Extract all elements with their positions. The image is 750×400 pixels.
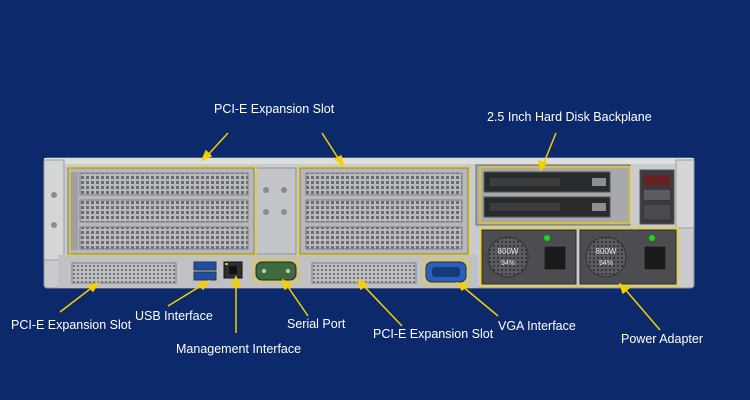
callout-pcie-top-mid <box>321 132 341 162</box>
rear-io-row <box>71 261 467 284</box>
hdd-backplane <box>475 164 631 226</box>
callout-usb <box>167 283 205 307</box>
callout-pcie-top-left <box>205 132 229 158</box>
label-pcie-top-left: PCI-E Expansion Slot <box>214 102 335 116</box>
pcie-slot-cover <box>305 226 463 250</box>
psu-wattage-label: 800W <box>596 247 617 256</box>
serial-port <box>255 261 297 281</box>
psu-left: 800W 94% <box>481 229 577 285</box>
label-management: Management Interface <box>176 342 302 356</box>
label-power: Power Adapter <box>621 332 703 346</box>
power-inlet <box>643 245 667 271</box>
callout-power <box>623 287 661 331</box>
pcie-low-profile-slot <box>71 262 177 284</box>
highlight-pcie-left <box>69 166 257 256</box>
pcie-low-profile-slot <box>311 262 417 284</box>
usb-port <box>193 261 217 271</box>
highlight-boxes <box>69 166 679 287</box>
pcie-riser-left <box>67 167 255 255</box>
callout-pcie-bottom-left <box>59 285 95 313</box>
psu-efficiency-label: 94% <box>599 260 613 267</box>
highlight-pcie-middle <box>298 166 470 256</box>
highlight-vga <box>423 259 469 285</box>
psu-efficiency-label: 94% <box>501 260 515 267</box>
callout-hdd <box>542 132 557 166</box>
pcie-slot-cover <box>79 199 249 223</box>
callout-vga <box>461 285 499 317</box>
psu-right: 800W 94% <box>579 229 677 285</box>
label-hdd-backplane: 2.5 Inch Hard Disk Backplane <box>487 110 652 124</box>
usb-port <box>193 271 217 281</box>
pcie-slot-cover <box>305 199 463 223</box>
highlight-serial <box>253 259 299 283</box>
label-serial: Serial Port <box>287 317 346 331</box>
pcie-slot-cover <box>79 172 249 196</box>
label-pcie-bottom-mid: PCI-E Expansion Slot <box>373 327 494 341</box>
highlight-psu <box>480 227 679 287</box>
label-pcie-bottom-left: PCI-E Expansion Slot <box>11 318 132 332</box>
pcie-slot-cover <box>79 226 249 250</box>
callout-lines <box>59 132 661 333</box>
label-vga: VGA Interface <box>498 319 576 333</box>
highlight-hdd-backplane <box>479 166 631 224</box>
pcie-riser-middle <box>255 167 469 255</box>
psu-wattage-label: 800W <box>498 247 519 256</box>
power-inlet <box>543 245 567 271</box>
aux-module <box>639 169 675 225</box>
callout-serial <box>285 283 309 317</box>
callout-pcie-bottom-mid <box>361 283 403 327</box>
label-usb: USB Interface <box>135 309 213 323</box>
pcie-slot-cover <box>305 172 463 196</box>
